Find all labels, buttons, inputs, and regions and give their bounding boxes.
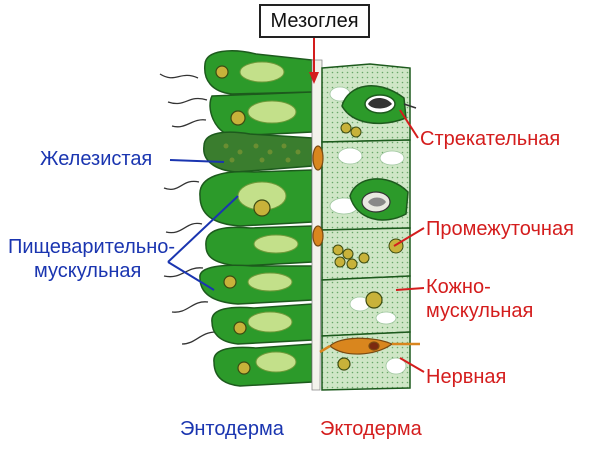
mesoglea-title: Мезоглея [259,4,370,38]
label-intermediate: Промежуточная [426,218,574,240]
label-digestive-line2: мускульная [34,260,142,282]
mesoglea-layer [311,59,323,391]
ectoderm-leader-lines [393,109,425,373]
endoderm-layer [199,50,313,387]
nerve-cells [312,145,420,355]
endoderm-vacuoles [237,61,299,373]
ectoderm-nuclei [337,291,383,371]
ectoderm-vacuoles [329,86,407,375]
label-skin-line1: Кожно- [426,276,491,298]
glandular-granules [223,143,301,163]
stinging-cell [341,85,417,125]
stinging-cell-2 [349,178,409,221]
mesoglea-pointer-arrow [309,72,319,84]
label-digestive-line1: Пищеварительно- [8,236,176,258]
label-stinging: Стрекательная [420,128,561,150]
label-endoderm: Энтодерма [180,418,284,440]
endoderm-leader-lines [167,159,239,291]
endoderm-nuclei [215,65,271,375]
label-ectoderm: Эктодерма [320,418,422,440]
label-nerve: Нервная [426,366,507,388]
label-glandular: Железистая [40,148,153,170]
label-skin-line2: мускульная [426,300,534,322]
